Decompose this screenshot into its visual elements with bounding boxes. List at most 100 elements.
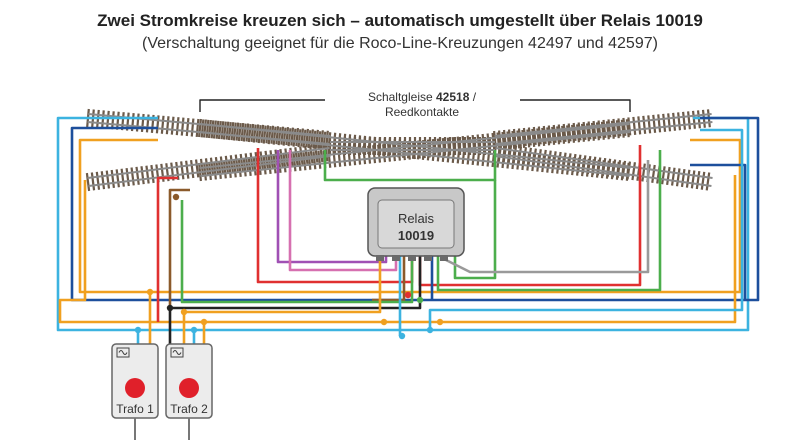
wire-schaltgleis-left — [199, 99, 325, 112]
track-sleeper — [292, 128, 297, 147]
wire-brown-center — [372, 255, 406, 302]
relay-label: Relais — [398, 211, 435, 226]
track-sleeper — [690, 170, 696, 189]
track-sleeper — [180, 161, 185, 180]
track-sleeper — [185, 160, 190, 179]
trafo-label: Trafo 1 — [116, 402, 154, 416]
schaltgleis-label: Schaltgleise 42518 / — [368, 90, 477, 104]
track-sleeper — [314, 144, 319, 163]
track-sleeper — [695, 171, 701, 190]
junction-dot — [146, 288, 154, 296]
track-sleeper — [110, 111, 115, 130]
relay-terminals — [376, 255, 448, 261]
track-sleeper — [270, 125, 275, 144]
track-sleeper — [225, 121, 230, 140]
track-sleeper — [496, 149, 501, 168]
track-sleeper — [652, 114, 657, 133]
track-sleeper — [667, 113, 672, 132]
track-sleeper — [307, 151, 312, 170]
track-sleeper — [631, 162, 637, 181]
track-sleeper — [337, 148, 342, 167]
track-sleeper — [115, 111, 120, 130]
wire-pink — [288, 150, 398, 272]
track-sleeper — [222, 121, 227, 140]
track-sleeper — [670, 167, 676, 186]
track-sleeper — [642, 115, 647, 134]
track-sleeper — [101, 110, 105, 129]
track-sleeper — [705, 172, 711, 191]
junction-dot — [134, 326, 142, 334]
track-sleeper — [90, 172, 96, 191]
wire-green-top — [323, 150, 497, 182]
wire-schaltgleis-right — [520, 99, 631, 112]
track-sleeper — [342, 148, 347, 167]
wire-lightblue-right — [428, 128, 744, 330]
track-sleeper — [262, 156, 267, 175]
track-sleeper — [284, 148, 289, 167]
track-sleeper — [277, 127, 282, 146]
junction-dot — [436, 318, 444, 326]
track-sleeper — [682, 111, 687, 130]
junction-dot — [398, 332, 406, 340]
relay-terminal — [424, 255, 432, 261]
track-rail — [494, 113, 712, 138]
track-sleeper — [279, 148, 284, 168]
trafo-1: Trafo 1 — [111, 343, 159, 440]
track-sleeper — [680, 168, 686, 188]
track-sleeper — [155, 115, 160, 134]
track-sleeper — [250, 123, 255, 143]
relay-terminal — [376, 255, 384, 261]
track-sleeper — [304, 145, 309, 165]
relay-number: 10019 — [398, 228, 434, 243]
track-sleeper — [95, 171, 101, 190]
track-sleeper — [220, 121, 225, 140]
junction-dot — [416, 296, 424, 304]
track-sleeper — [317, 150, 322, 169]
track-sleeper — [272, 126, 277, 145]
relay-10019: Relais 10019 — [367, 187, 465, 261]
track-sleeper — [242, 123, 247, 142]
track-sleeper — [85, 172, 91, 192]
junction-dot — [172, 193, 180, 201]
track-sleeper — [190, 118, 195, 137]
track-sleeper — [280, 126, 285, 145]
track-sleeper — [205, 119, 210, 138]
track-sleeper — [235, 122, 240, 141]
track-rail — [88, 154, 331, 187]
track-sleeper — [651, 164, 656, 183]
wire-green-center — [256, 255, 414, 304]
track-sleeper — [687, 111, 692, 130]
track-sleeper — [685, 169, 691, 188]
track-sleeper — [105, 170, 111, 189]
wire-orange-drop — [182, 255, 382, 345]
track-sleeper — [302, 152, 307, 171]
track-sleeper — [130, 167, 135, 186]
track-sleeper — [232, 122, 237, 141]
track-sleeper — [657, 114, 662, 133]
track-sleeper — [287, 128, 292, 147]
track-sleeper — [305, 128, 310, 147]
wire-green-right — [436, 150, 662, 292]
ac-wave-icon — [172, 350, 182, 355]
trafo-button[interactable] — [125, 378, 145, 398]
track-sleeper — [106, 110, 110, 129]
track-sleeper — [506, 150, 511, 169]
wire-red-left-turnout — [156, 176, 178, 322]
track-sleeper — [641, 163, 646, 182]
page-subtitle: (Verschaltung geeignet für die Roco-Line… — [142, 35, 658, 52]
track-sleeper — [302, 129, 307, 148]
junction-dot — [166, 304, 174, 312]
track-sleeper — [237, 123, 242, 142]
relay-terminal — [408, 255, 416, 261]
track-sleeper — [265, 125, 270, 144]
wire-brown-left-turnout — [168, 188, 190, 308]
trafo-ac-symbol-box — [116, 347, 130, 358]
wire-darkblue-inner — [690, 163, 747, 300]
track-sleeper — [247, 124, 252, 143]
track-sleeper — [292, 153, 297, 172]
track-sleeper — [290, 127, 295, 146]
track-sleeper — [180, 117, 185, 136]
trafo-button[interactable] — [179, 378, 199, 398]
track-rail — [495, 120, 713, 145]
